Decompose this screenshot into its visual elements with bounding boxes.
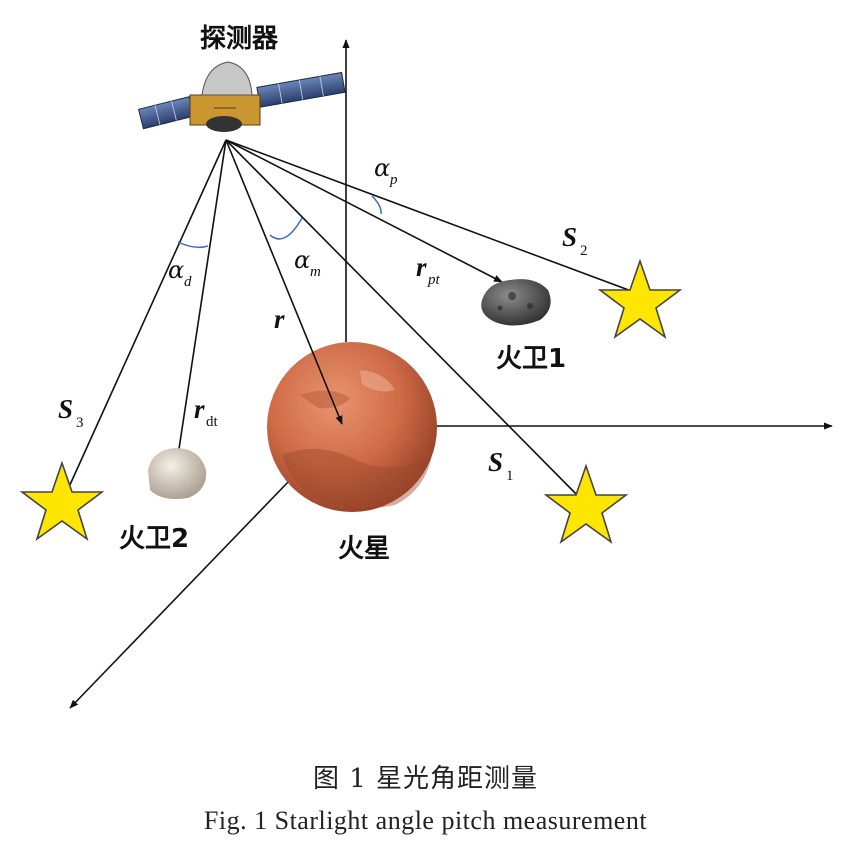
axis-x	[69, 479, 291, 709]
label-mars: 火星	[338, 534, 390, 564]
label-alpha-p: α	[374, 154, 390, 182]
solar-panel-right	[256, 71, 346, 108]
label-deimos: 火卫2	[119, 524, 189, 554]
label-alpha-m-sub: m	[310, 264, 321, 280]
angle-arc-d	[177, 241, 209, 249]
star-s3	[19, 460, 105, 542]
probe-spacecraft	[137, 61, 346, 132]
mars	[267, 342, 437, 512]
vector-rdt	[174, 139, 227, 463]
label-rpt-sub: pt	[427, 272, 441, 288]
label-probe: 探测器	[200, 24, 279, 54]
label-r: r	[274, 304, 285, 334]
label-s1-sub: 1	[506, 468, 514, 484]
angle-arc-m	[269, 217, 303, 240]
vector-r	[225, 139, 343, 425]
label-s2: S	[562, 222, 577, 252]
label-s3: S	[58, 394, 73, 424]
star-s2	[597, 258, 683, 340]
deimos	[148, 448, 207, 499]
label-rpt: r	[416, 252, 427, 282]
angle-arcs	[177, 195, 382, 249]
label-rdt-sub: dt	[206, 414, 219, 430]
label-alpha-m: α	[294, 246, 310, 274]
solar-panel-left	[137, 96, 195, 130]
vector-rpt	[225, 139, 503, 283]
vector-s2	[225, 139, 643, 296]
star-s1	[543, 463, 629, 545]
phobos	[481, 279, 551, 326]
starlight-diagram: 探测器 火星 火卫1 火卫2 S 1 S 2 S 3 r r pt r dt α…	[19, 24, 833, 709]
label-s3-sub: 3	[76, 415, 84, 431]
vector-s1	[225, 139, 583, 501]
vector-s3	[63, 139, 227, 499]
vector-lines	[63, 139, 643, 501]
coordinate-axes	[69, 39, 833, 709]
label-s1: S	[488, 447, 503, 477]
caption-chinese: 图 1 星光角距测量	[312, 764, 539, 794]
caption-english: Fig. 1 Starlight angle pitch measurement	[203, 806, 648, 835]
label-alpha-d-sub: d	[184, 274, 192, 290]
label-rdt: r	[194, 394, 205, 424]
label-phobos: 火卫1	[496, 344, 566, 374]
label-alpha-d: α	[168, 256, 184, 284]
angle-arc-p	[371, 195, 382, 215]
label-s2-sub: 2	[580, 243, 588, 259]
label-alpha-p-sub: p	[389, 172, 398, 188]
